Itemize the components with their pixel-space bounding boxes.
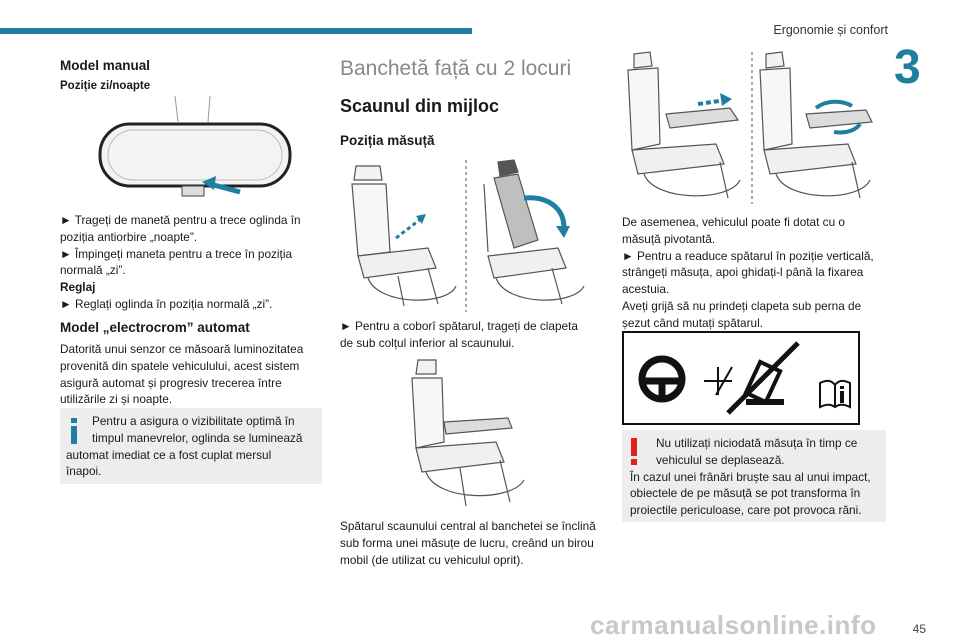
table-description: Spătarul scaunului central al banchetei … bbox=[340, 518, 606, 568]
description-line: asigură automat și progresiv trecerea în… bbox=[60, 375, 282, 390]
pictogram-panel bbox=[622, 331, 860, 425]
instruction-line: ► Trageți de manetă pentru a trece oglin… bbox=[60, 213, 301, 227]
instruction-line: ► Împingeți maneta pentru a trece în poz… bbox=[60, 246, 293, 261]
description-line: provenită din spatele vehiculului, acest… bbox=[60, 358, 300, 373]
instruction-line: măsuță pivotantă. bbox=[622, 231, 716, 246]
scaun-mijloc-heading: Scaunul din mijloc bbox=[340, 96, 500, 116]
pozitia-masuta-heading: Poziția măsuță bbox=[340, 133, 435, 148]
no-table-while-driving-icon bbox=[638, 341, 800, 415]
info-line: automat imediat ce a fost cuplat mersul bbox=[66, 447, 272, 462]
description-line: mobil (de utilizat cu vehiculul oprit). bbox=[340, 552, 524, 567]
rearview-mirror-illustration bbox=[98, 95, 292, 197]
instruction-line: ► Pentru a readuce spătarul în poziție v… bbox=[622, 248, 874, 263]
description-line: Spătarul scaunului central al banchetei … bbox=[340, 519, 596, 533]
info-icon bbox=[71, 418, 77, 444]
header-accent-bar bbox=[0, 28, 472, 34]
warning-line: În cazul unei frânări bruște sau al unui… bbox=[630, 469, 871, 484]
instruction-line: Aveți grijă să nu prindeți clapeta sub p… bbox=[622, 298, 862, 313]
info-line: timpul manevrelor, oglinda se luminează bbox=[92, 430, 303, 445]
reglaj-label: Reglaj bbox=[60, 280, 96, 295]
chapter-number: 3 bbox=[894, 41, 921, 94]
warning-line: proiectile periculoase, care pot provoca… bbox=[630, 503, 862, 518]
manual-instructions: ► Trageți de manetă pentru a trece oglin… bbox=[60, 212, 322, 313]
warning-text: Nu utilizați niciodată măsuța în timp ce… bbox=[630, 435, 882, 519]
instruction-line: ► Pentru a coborî spătarul, trageți de c… bbox=[340, 319, 578, 333]
instruction-line: normală „zi”. bbox=[60, 263, 126, 278]
warning-line: vehiculul se deplasează. bbox=[656, 452, 785, 467]
info-box: Pentru a asigura o vizibilitate optimă î… bbox=[60, 408, 322, 484]
warning-line: Nu utilizați niciodată măsuța în timp ce bbox=[656, 436, 858, 450]
warning-line: obiectele de pe măsuță se pot transforma… bbox=[630, 486, 861, 501]
model-manual-heading: Model manual bbox=[60, 58, 151, 73]
zi-noapte-heading: Poziție zi/noapte bbox=[60, 80, 151, 92]
description-line: utilizările zi și noapte. bbox=[60, 392, 173, 407]
seat-table-illustration bbox=[411, 359, 525, 507]
warning-box: Nu utilizați niciodată măsuța în timp ce… bbox=[622, 430, 886, 522]
description-line: sub forma unei măsuțe de lucru, creând u… bbox=[340, 535, 594, 550]
instruction-line: de sub colțul inferior al scaunului. bbox=[340, 335, 515, 350]
seat-lowering-illustration bbox=[351, 159, 585, 312]
instruction-line: ► Reglați oglinda în poziția normală „zi… bbox=[60, 296, 273, 311]
electrocrom-heading: Model „electrocrom” automat bbox=[60, 320, 250, 335]
section-title: Ergonomie și confort bbox=[773, 23, 888, 37]
page-number: 45 bbox=[912, 622, 926, 636]
instruction-line: strângeți măsuța, apoi ghidați-l până la… bbox=[622, 265, 864, 280]
description-line: Datorită unui senzor ce măsoară luminozi… bbox=[60, 342, 304, 356]
info-line: Pentru a asigura o vizibilitate optimă î… bbox=[92, 414, 295, 428]
instruction-line: acestuia. bbox=[622, 282, 670, 297]
instruction-line: șezut când mutați spătarul. bbox=[622, 315, 763, 330]
electrocrom-description: Datorită unui senzor ce măsoară luminozi… bbox=[60, 341, 322, 408]
instruction-line: poziția antiorbire „noapte”. bbox=[60, 229, 198, 244]
info-line: înapoi. bbox=[66, 464, 102, 479]
pivot-instructions: De asemenea, vehiculul poate fi dotat cu… bbox=[622, 214, 888, 332]
watermark: carmanualsonline.info bbox=[590, 610, 877, 640]
info-text: Pentru a asigura o vizibilitate optimă î… bbox=[66, 413, 318, 480]
lowering-instructions: ► Pentru a coborî spătarul, trageți de c… bbox=[340, 318, 606, 352]
instruction-line: De asemenea, vehiculul poate fi dotat cu… bbox=[622, 215, 845, 229]
pivot-table-illustration bbox=[627, 51, 873, 204]
warning-exclamation-icon bbox=[631, 438, 637, 465]
bancheta-heading: Banchetă față cu 2 locuri bbox=[340, 57, 572, 80]
manual-book-icon bbox=[819, 379, 851, 409]
